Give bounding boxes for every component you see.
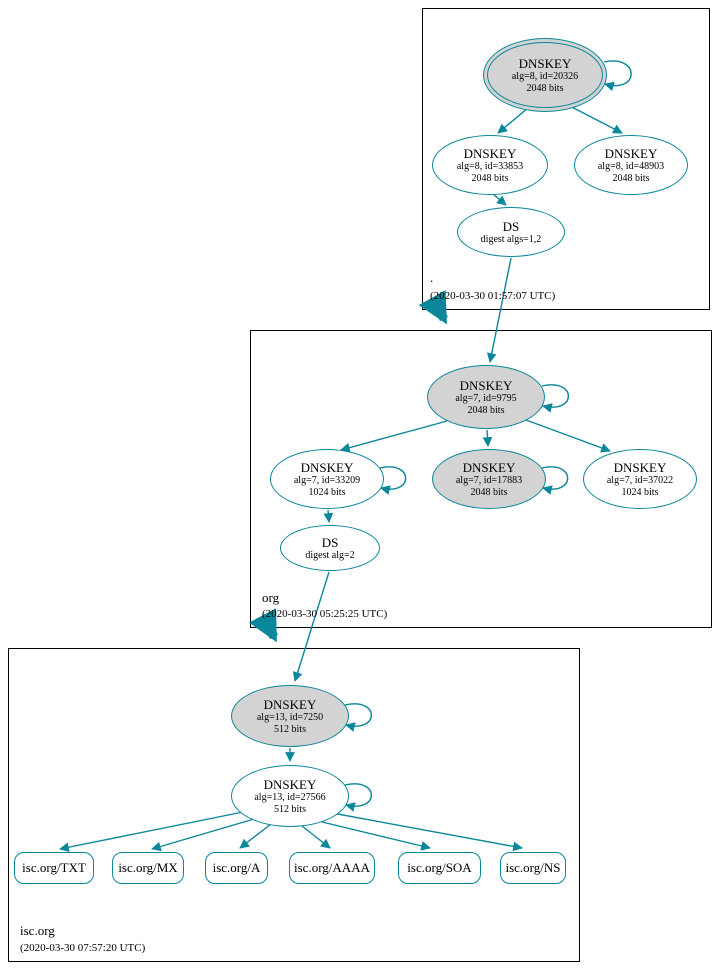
node-title: DS xyxy=(502,218,520,234)
node-meta: digest alg=2 xyxy=(305,549,355,561)
node-size: 1024 bits xyxy=(621,486,659,498)
dnskey-node-org-zsk3: DNSKEY alg=7, id=37022 1024 bits xyxy=(583,449,697,509)
node-title: DNSKEY xyxy=(613,459,667,475)
node-meta: alg=8, id=33853 xyxy=(456,160,524,172)
rrset-isc-org-mx: isc.org/MX xyxy=(112,852,184,884)
node-meta: alg=13, id=7250 xyxy=(256,711,324,723)
node-title: DNSKEY xyxy=(263,776,317,792)
zone-timestamp-isc-org: (2020-03-30 07:57:20 UTC) xyxy=(20,942,146,954)
node-title: DNSKEY xyxy=(463,145,517,161)
node-size: 2048 bits xyxy=(526,82,564,94)
node-meta: alg=7, id=17883 xyxy=(455,474,523,486)
ds-node-root: DS digest algs=1,2 xyxy=(457,207,565,257)
node-title: DNSKEY xyxy=(300,459,354,475)
node-size: 512 bits xyxy=(274,803,306,815)
zone-label-isc-org: isc.org xyxy=(20,923,55,938)
dnskey-node-isc-ksk: DNSKEY alg=13, id=7250 512 bits xyxy=(231,685,349,747)
zone-timestamp-org: (2020-03-30 05:25:25 UTC) xyxy=(262,608,388,620)
rrset-isc-org-txt: isc.org/TXT xyxy=(14,852,94,884)
rrset-isc-org-aaaa: isc.org/AAAA xyxy=(289,852,375,884)
rrset-isc-org-a: isc.org/A xyxy=(205,852,268,884)
dnskey-node-root-zsk2: DNSKEY alg=8, id=48903 2048 bits xyxy=(574,135,688,195)
node-meta: alg=7, id=37022 xyxy=(606,474,674,486)
node-size: 1024 bits xyxy=(308,486,346,498)
node-meta: alg=8, id=48903 xyxy=(597,160,665,172)
dnskey-node-org-zsk2: DNSKEY alg=7, id=17883 2048 bits xyxy=(432,449,546,509)
node-size: 2048 bits xyxy=(471,172,509,184)
node-title: DS xyxy=(321,534,339,550)
node-meta: alg=13, id=27566 xyxy=(254,791,326,803)
dnskey-node-org-zsk1: DNSKEY alg=7, id=33209 1024 bits xyxy=(270,449,384,509)
dnskey-node-root-ksk: DNSKEY alg=8, id=20326 2048 bits xyxy=(483,38,607,112)
node-size: 2048 bits xyxy=(470,486,508,498)
node-size: 2048 bits xyxy=(612,172,650,184)
zone-label-org: org xyxy=(262,590,280,605)
node-meta: digest algs=1,2 xyxy=(480,233,542,245)
node-title: DNSKEY xyxy=(459,377,513,393)
node-meta: alg=8, id=20326 xyxy=(511,70,579,82)
dnskey-node-root-zsk1: DNSKEY alg=8, id=33853 2048 bits xyxy=(432,135,548,195)
node-meta: alg=7, id=9795 xyxy=(455,392,517,404)
node-title: DNSKEY xyxy=(462,459,516,475)
node-size: 2048 bits xyxy=(467,404,505,416)
dnskey-node-isc-zsk: DNSKEY alg=13, id=27566 512 bits xyxy=(231,765,349,827)
zone-label-root: . xyxy=(430,270,434,285)
node-size: 512 bits xyxy=(274,723,306,735)
zone-timestamp-root: (2020-03-30 01:57:07 UTC) xyxy=(430,290,556,302)
node-meta: alg=7, id=33209 xyxy=(293,474,361,486)
ds-node-org: DS digest alg=2 xyxy=(280,525,380,571)
dnskey-node-org-ksk: DNSKEY alg=7, id=9795 2048 bits xyxy=(427,365,545,429)
node-title: DNSKEY xyxy=(518,55,572,71)
node-title: DNSKEY xyxy=(263,696,317,712)
rrset-isc-org-soa: isc.org/SOA xyxy=(398,852,481,884)
node-title: DNSKEY xyxy=(604,145,658,161)
rrset-isc-org-ns: isc.org/NS xyxy=(500,852,566,884)
